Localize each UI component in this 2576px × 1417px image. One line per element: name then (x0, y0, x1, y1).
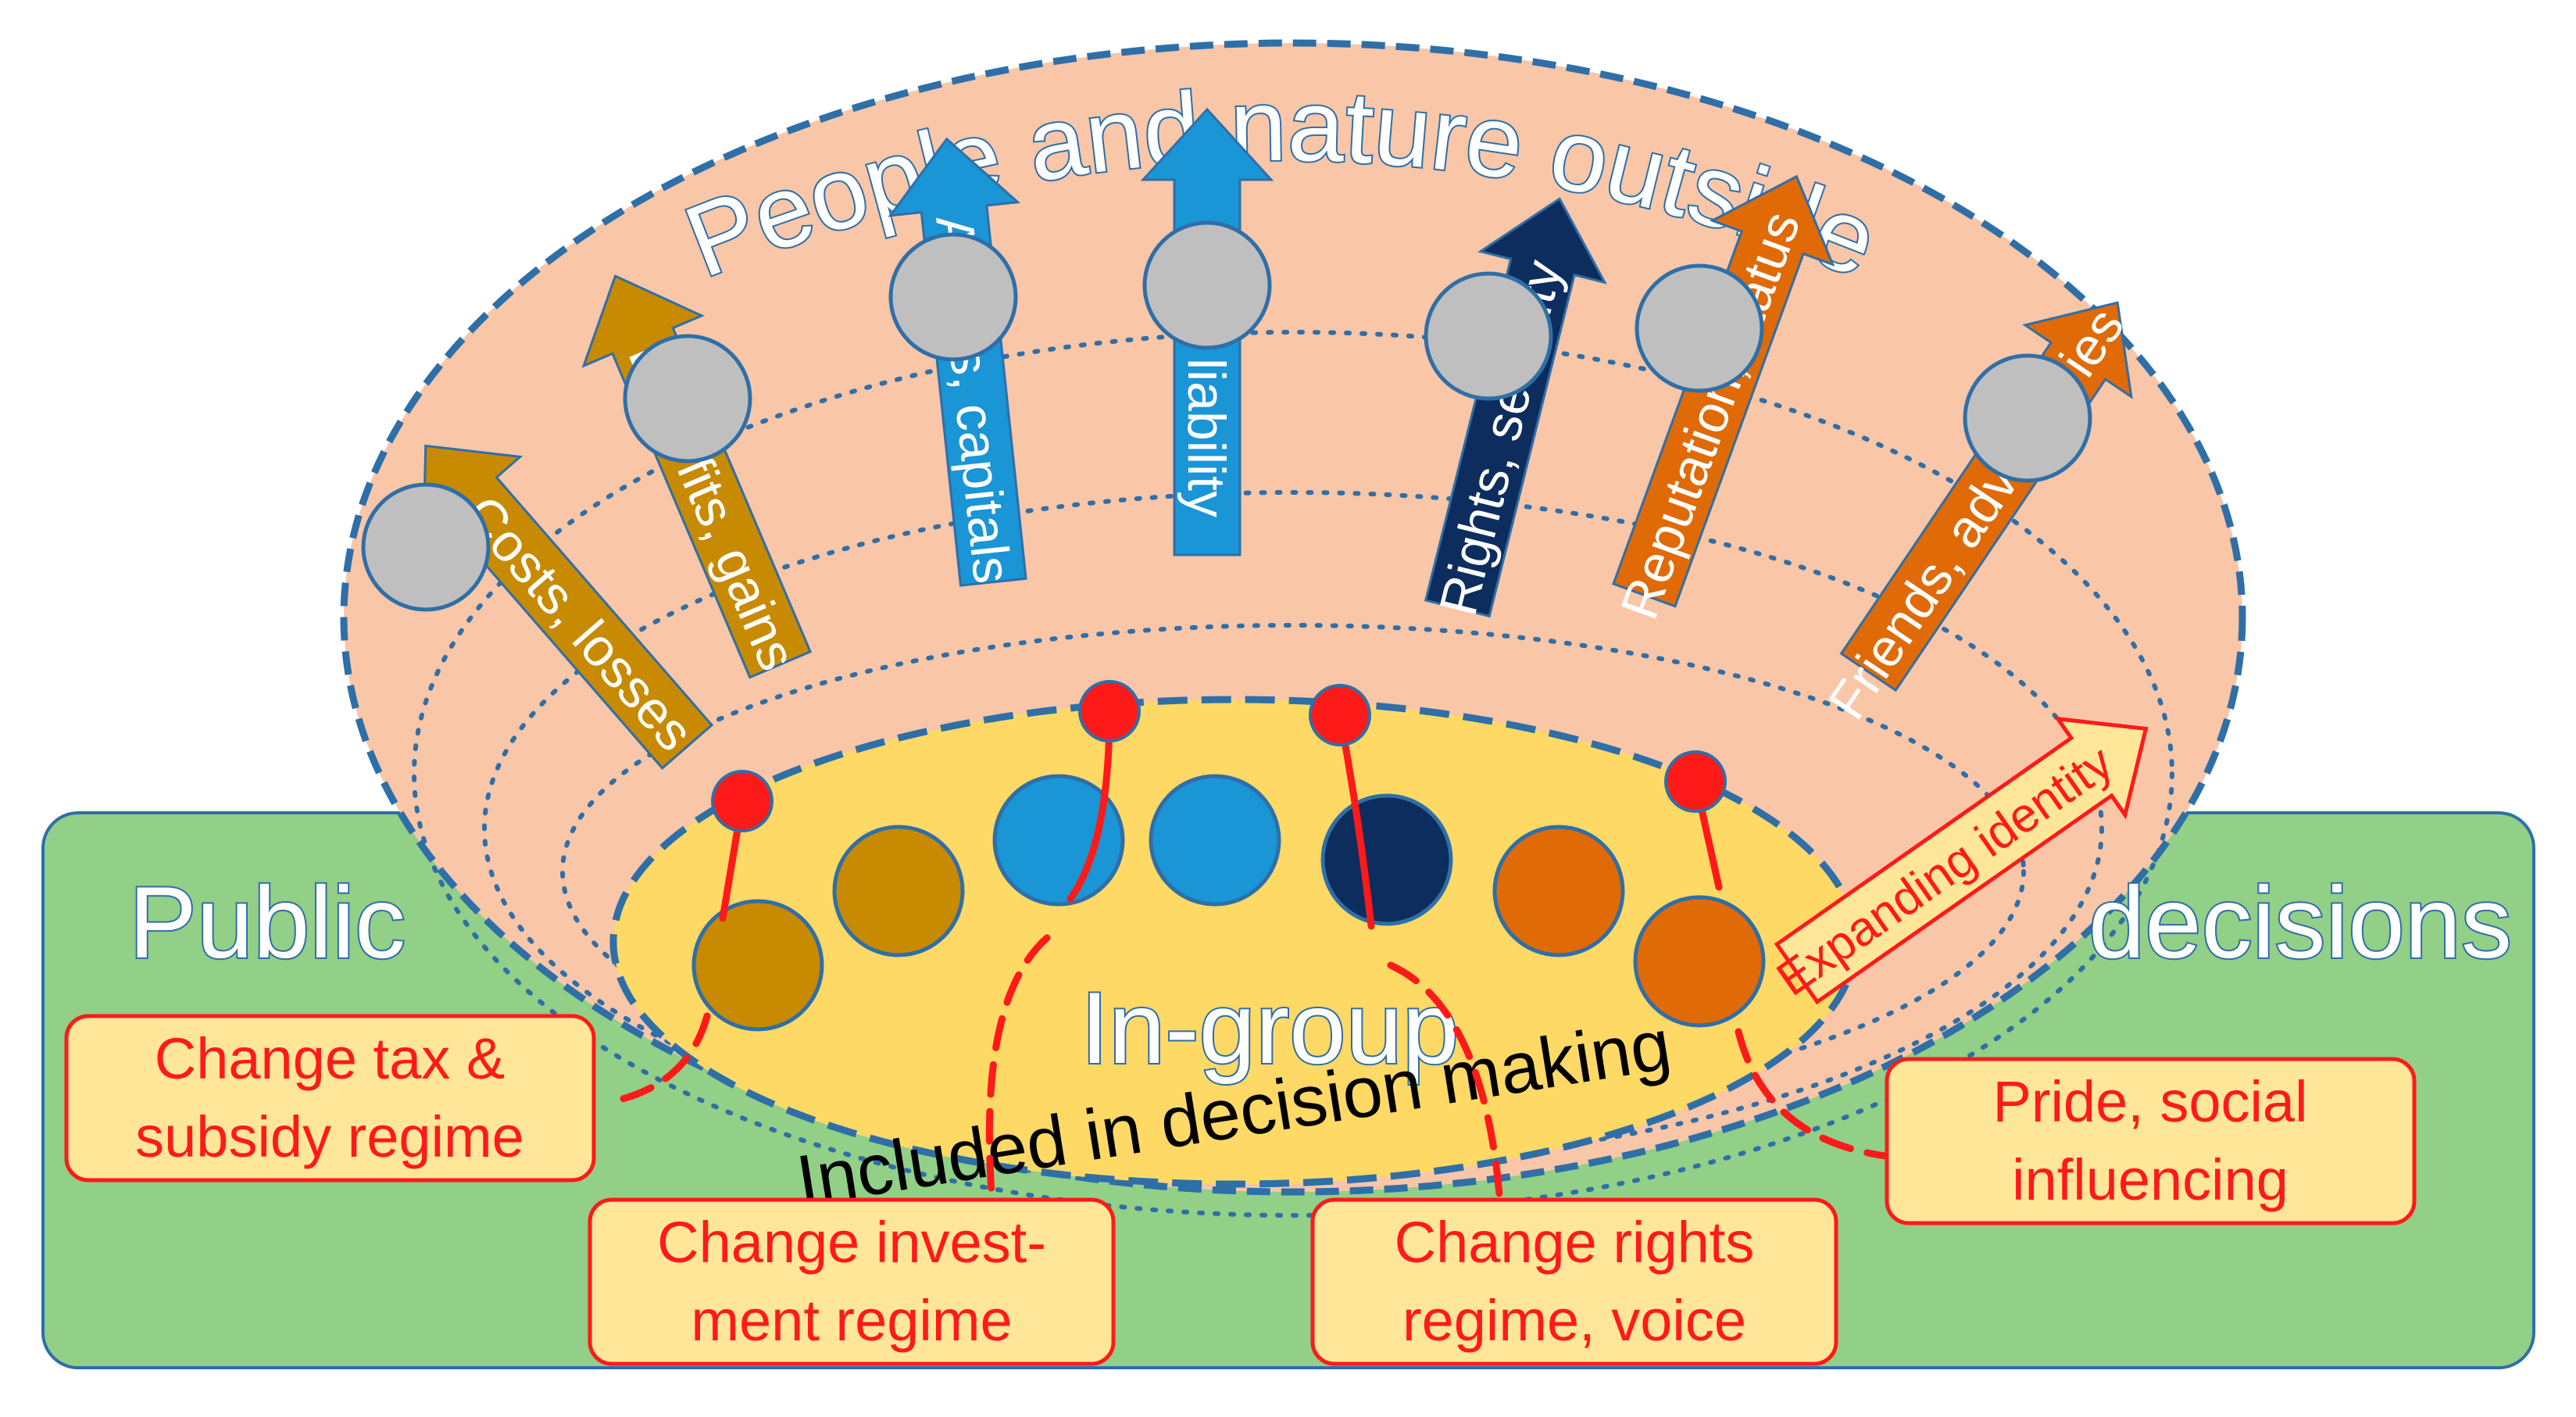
outside-node-friends (1963, 353, 2092, 483)
ingroup-nodes (691, 774, 1766, 1032)
policy-box-tax-line1: Change tax & (155, 1026, 505, 1091)
arrow-reputation-status-shape (1612, 174, 1835, 608)
policy-box-investment-line1: Change invest- (657, 1210, 1046, 1275)
policy-line-pride-dashed (1735, 1028, 1895, 1161)
policy-box-pride-frame (1885, 1057, 2417, 1226)
ingroup-node-rights (1320, 793, 1453, 926)
policy-line-rights-dashed (1387, 961, 1504, 1208)
outside-node-risk (1142, 220, 1272, 350)
policy-box-investment-frame (588, 1197, 1116, 1366)
ingroup-node-friends (1633, 895, 1766, 1028)
outside-node-costs (361, 482, 491, 612)
policy-box-pride-line2: influencing (2012, 1147, 2288, 1212)
outside-nodes (361, 220, 2092, 612)
policy-box-tax-line2: subsidy regime (135, 1104, 524, 1169)
policy-box-rights-line1: Change rights (1395, 1210, 1755, 1275)
ingroup-node-risk (1149, 774, 1281, 907)
policy-box-rights-frame (1310, 1197, 1838, 1366)
arrow-rights-security-shape (1424, 197, 1607, 618)
public-label: Public (129, 865, 406, 979)
outside-node-benefits (623, 334, 752, 463)
policy-box-pride-line1: Pride, social (1992, 1069, 2307, 1134)
ingroup-node-costs (691, 899, 824, 1032)
dotted-ring-outer (412, 330, 2174, 1218)
policy-pin-rights (1309, 684, 1371, 746)
policy-box-tax: Change tax & subsidy regime (64, 1014, 596, 1183)
policy-box-tax-frame (64, 1014, 596, 1183)
ingroup-node-benefits (832, 825, 965, 957)
ingroup-title: In-group (1081, 971, 1459, 1085)
policy-box-investment-line2: ment regime (691, 1288, 1012, 1353)
policy-line-tax-dashed (606, 1012, 711, 1106)
outside-node-assets (888, 232, 1018, 362)
outside-node-rights (1424, 271, 1553, 401)
arrow-assets-capitals-shape (888, 137, 1027, 587)
policy-box-rights: Change rights regime, voice (1310, 1197, 1838, 1366)
policy-box-pride: Pride, social influencing (1885, 1057, 2417, 1226)
policy-pins (711, 680, 1727, 832)
policy-pin-pride (1664, 750, 1727, 813)
policy-pin-investment (1078, 680, 1141, 742)
ingroup-node-assets (992, 774, 1125, 907)
policy-line-investment-dashed (985, 934, 1051, 1208)
decisions-label: decisions (2088, 865, 2512, 979)
policy-pin-tax (711, 770, 774, 832)
policy-box-rights-line2: regime, voice (1402, 1288, 1746, 1353)
policy-line-investment-solid (1066, 707, 1113, 903)
ingroup-node-reputation (1492, 825, 1625, 957)
expanding-identity-shape (1774, 716, 2149, 1005)
outside-node-reputation (1635, 263, 1764, 393)
policy-box-investment: Change invest- ment regime (588, 1197, 1116, 1366)
